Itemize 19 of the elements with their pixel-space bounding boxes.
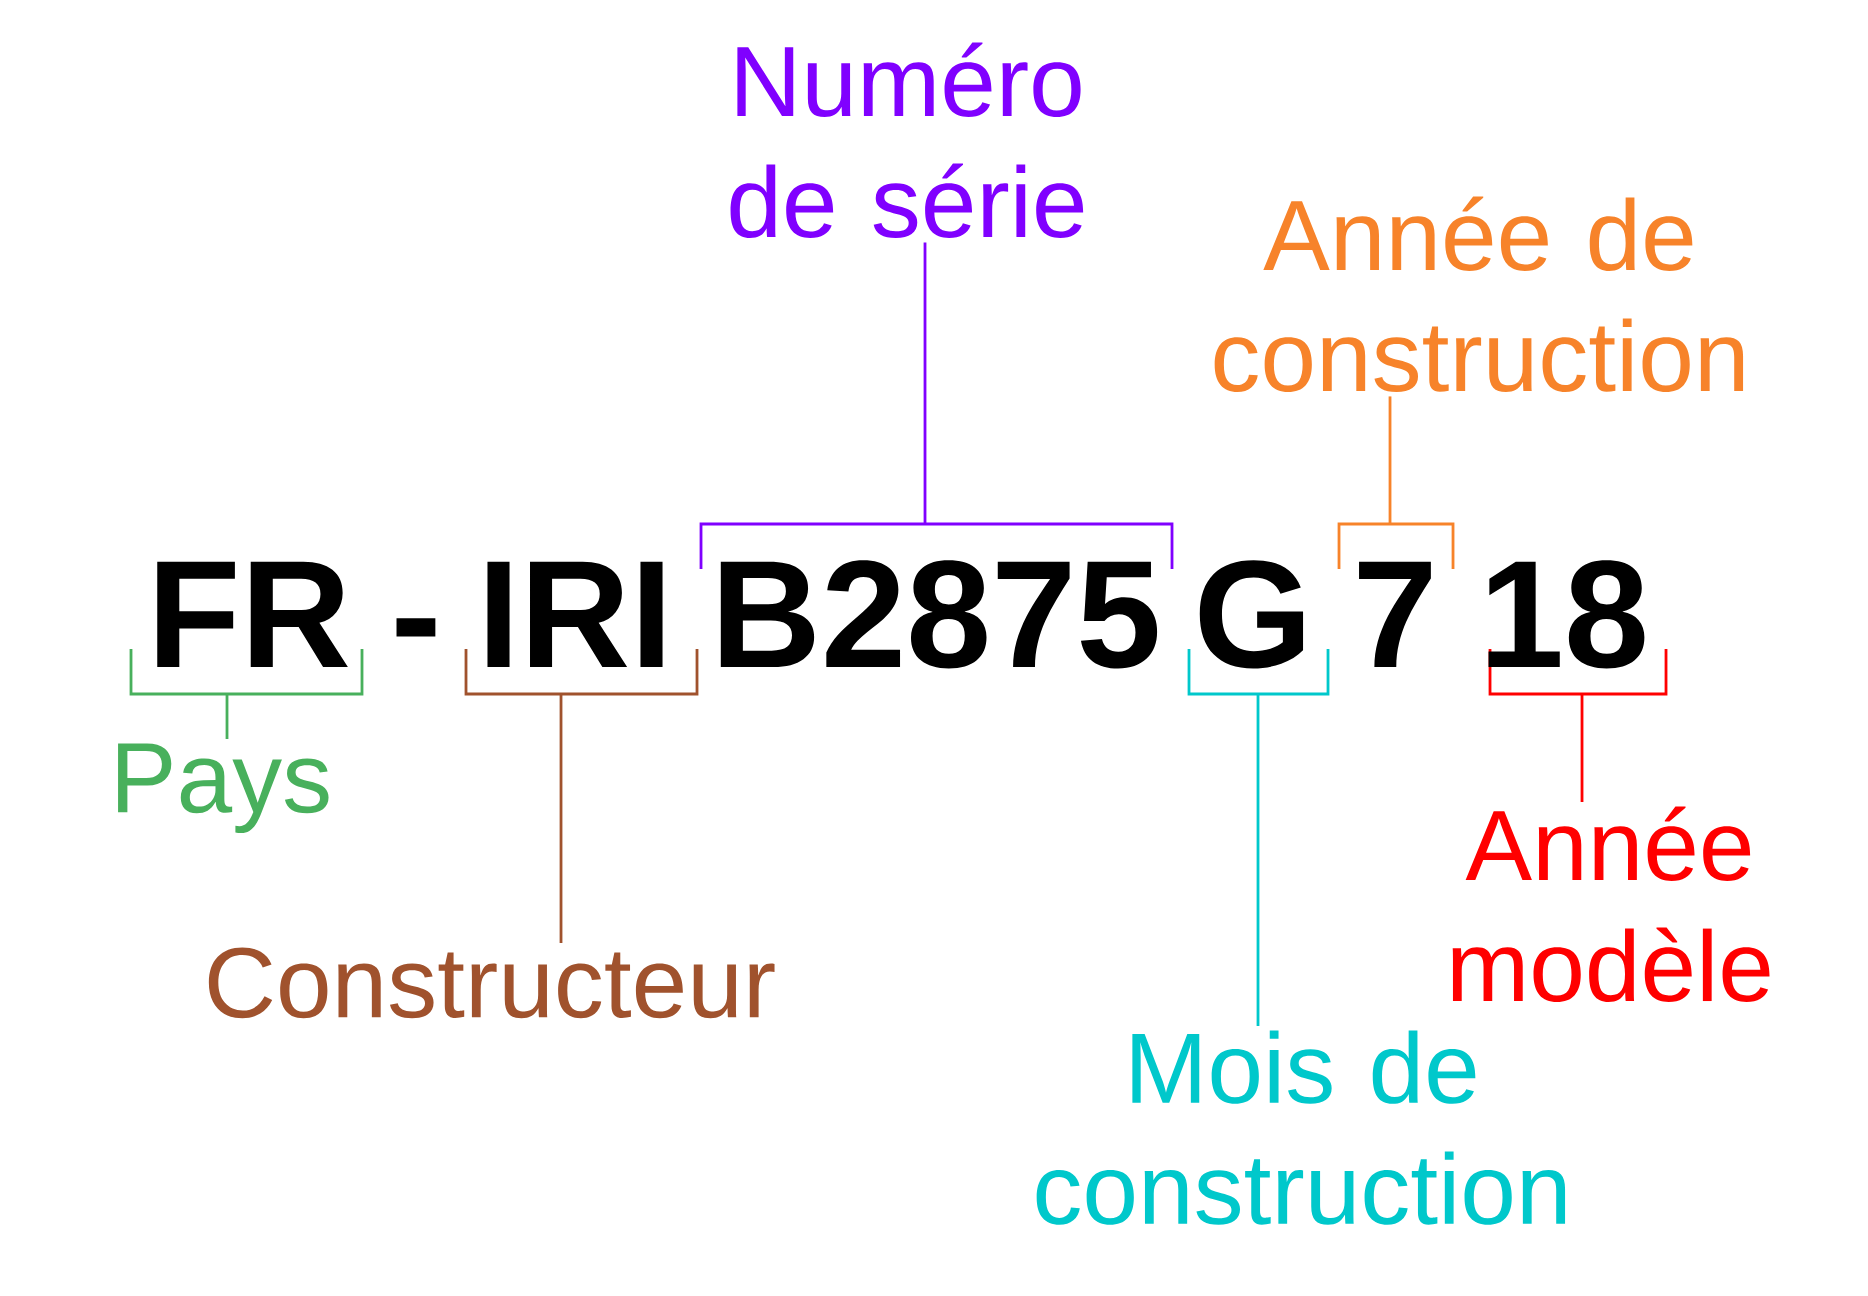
code-text: G — [1199, 560, 1304, 669]
code-text: IRI — [487, 561, 663, 667]
code-text: 18 — [1488, 560, 1645, 669]
field-label: Constructeur — [208, 947, 775, 1019]
leader-line — [1580, 693, 1584, 802]
leader-line — [1256, 693, 1260, 1026]
code-text: B2875 — [720, 560, 1158, 669]
code-text: 7 — [1359, 561, 1431, 667]
leader-line — [225, 693, 229, 739]
field-label: Année de construction — [1214, 196, 1744, 392]
field-label: Mois de construction — [1036, 1030, 1566, 1225]
leader-line — [1388, 396, 1392, 524]
leader-line — [559, 693, 563, 943]
code-text: FR — [157, 561, 348, 667]
field-label: Année modèle — [1452, 806, 1770, 1002]
leader-line — [923, 242, 927, 524]
field-label: Numéro de série — [730, 42, 1084, 238]
dash-text: - — [396, 618, 436, 637]
field-label: Pays — [118, 743, 329, 833]
